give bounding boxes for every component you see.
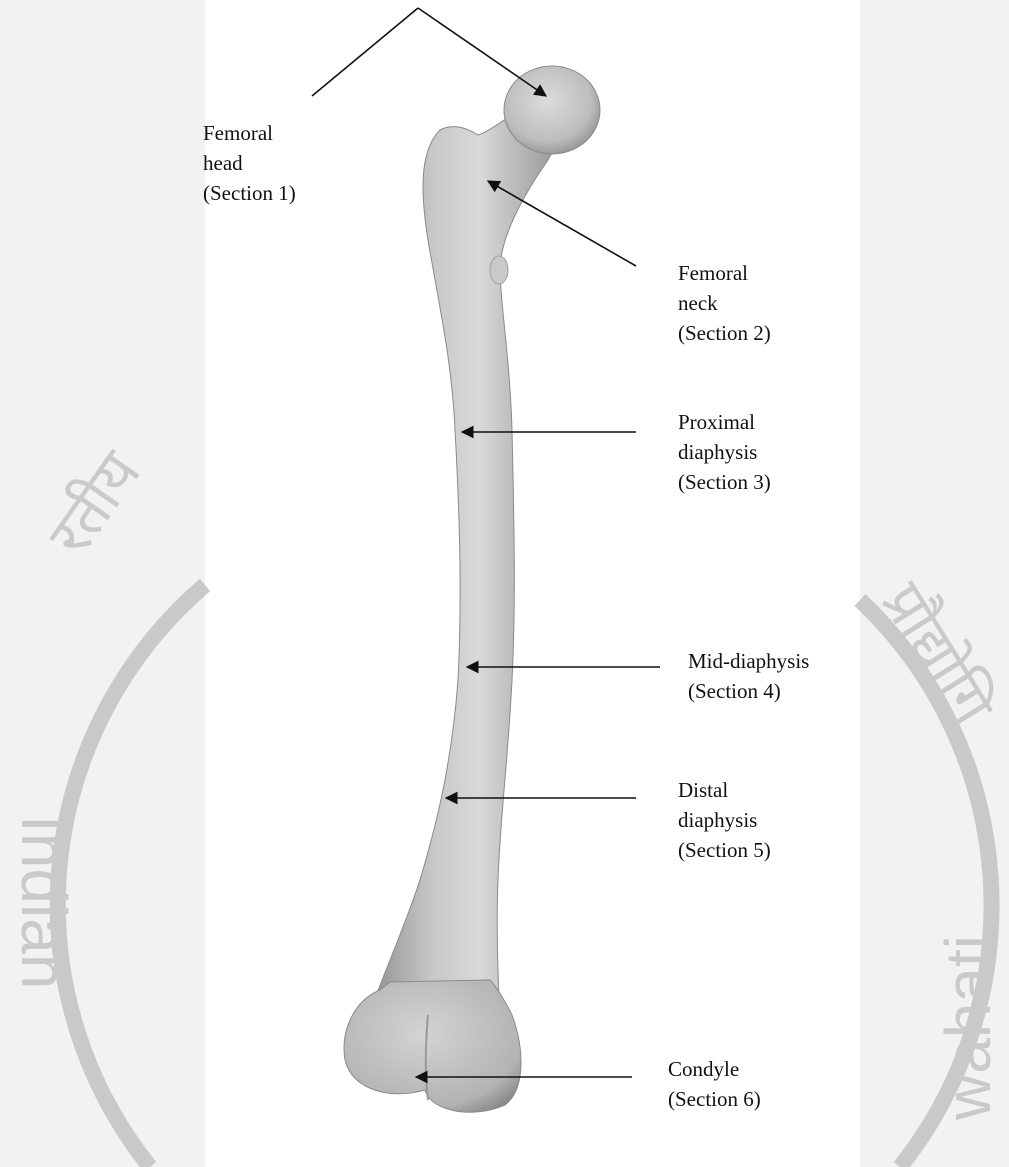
label-mid-diaphysis: Mid-diaphysis (Section 4): [688, 646, 809, 706]
label-mid-diaphysis-name: Mid-diaphysis: [688, 646, 809, 676]
label-condyle: Condyle (Section 6): [668, 1054, 761, 1114]
label-femoral-neck-name: Femoral: [678, 258, 771, 288]
label-proximal-diaphysis-name2: diaphysis: [678, 437, 771, 467]
label-proximal-diaphysis-section: (Section 3): [678, 467, 771, 497]
label-femoral-neck-name2: neck: [678, 288, 771, 318]
label-distal-diaphysis: Distal diaphysis (Section 5): [678, 775, 771, 865]
label-condyle-name: Condyle: [668, 1054, 761, 1084]
label-femoral-head-name: Femoral: [203, 118, 296, 148]
lesser-trochanter: [490, 256, 508, 284]
femoral-head: [504, 66, 600, 154]
label-proximal-diaphysis: Proximal diaphysis (Section 3): [678, 407, 771, 497]
label-distal-diaphysis-section: (Section 5): [678, 835, 771, 865]
label-proximal-diaphysis-name: Proximal: [678, 407, 771, 437]
label-distal-diaphysis-name: Distal: [678, 775, 771, 805]
label-femoral-neck-section: (Section 2): [678, 318, 771, 348]
label-femoral-head-section: (Section 1): [203, 178, 296, 208]
label-distal-diaphysis-name2: diaphysis: [678, 805, 771, 835]
label-condyle-section: (Section 6): [668, 1084, 761, 1114]
watermark-text-left: Indian: [8, 815, 80, 989]
label-femoral-neck: Femoral neck (Section 2): [678, 258, 771, 348]
background-left: [0, 0, 205, 1167]
label-femoral-head-name2: head: [203, 148, 296, 178]
watermark-text-right: wahati: [932, 935, 1004, 1121]
label-femoral-head: Femoral head (Section 1): [203, 118, 296, 208]
label-mid-diaphysis-section: (Section 4): [688, 676, 809, 706]
